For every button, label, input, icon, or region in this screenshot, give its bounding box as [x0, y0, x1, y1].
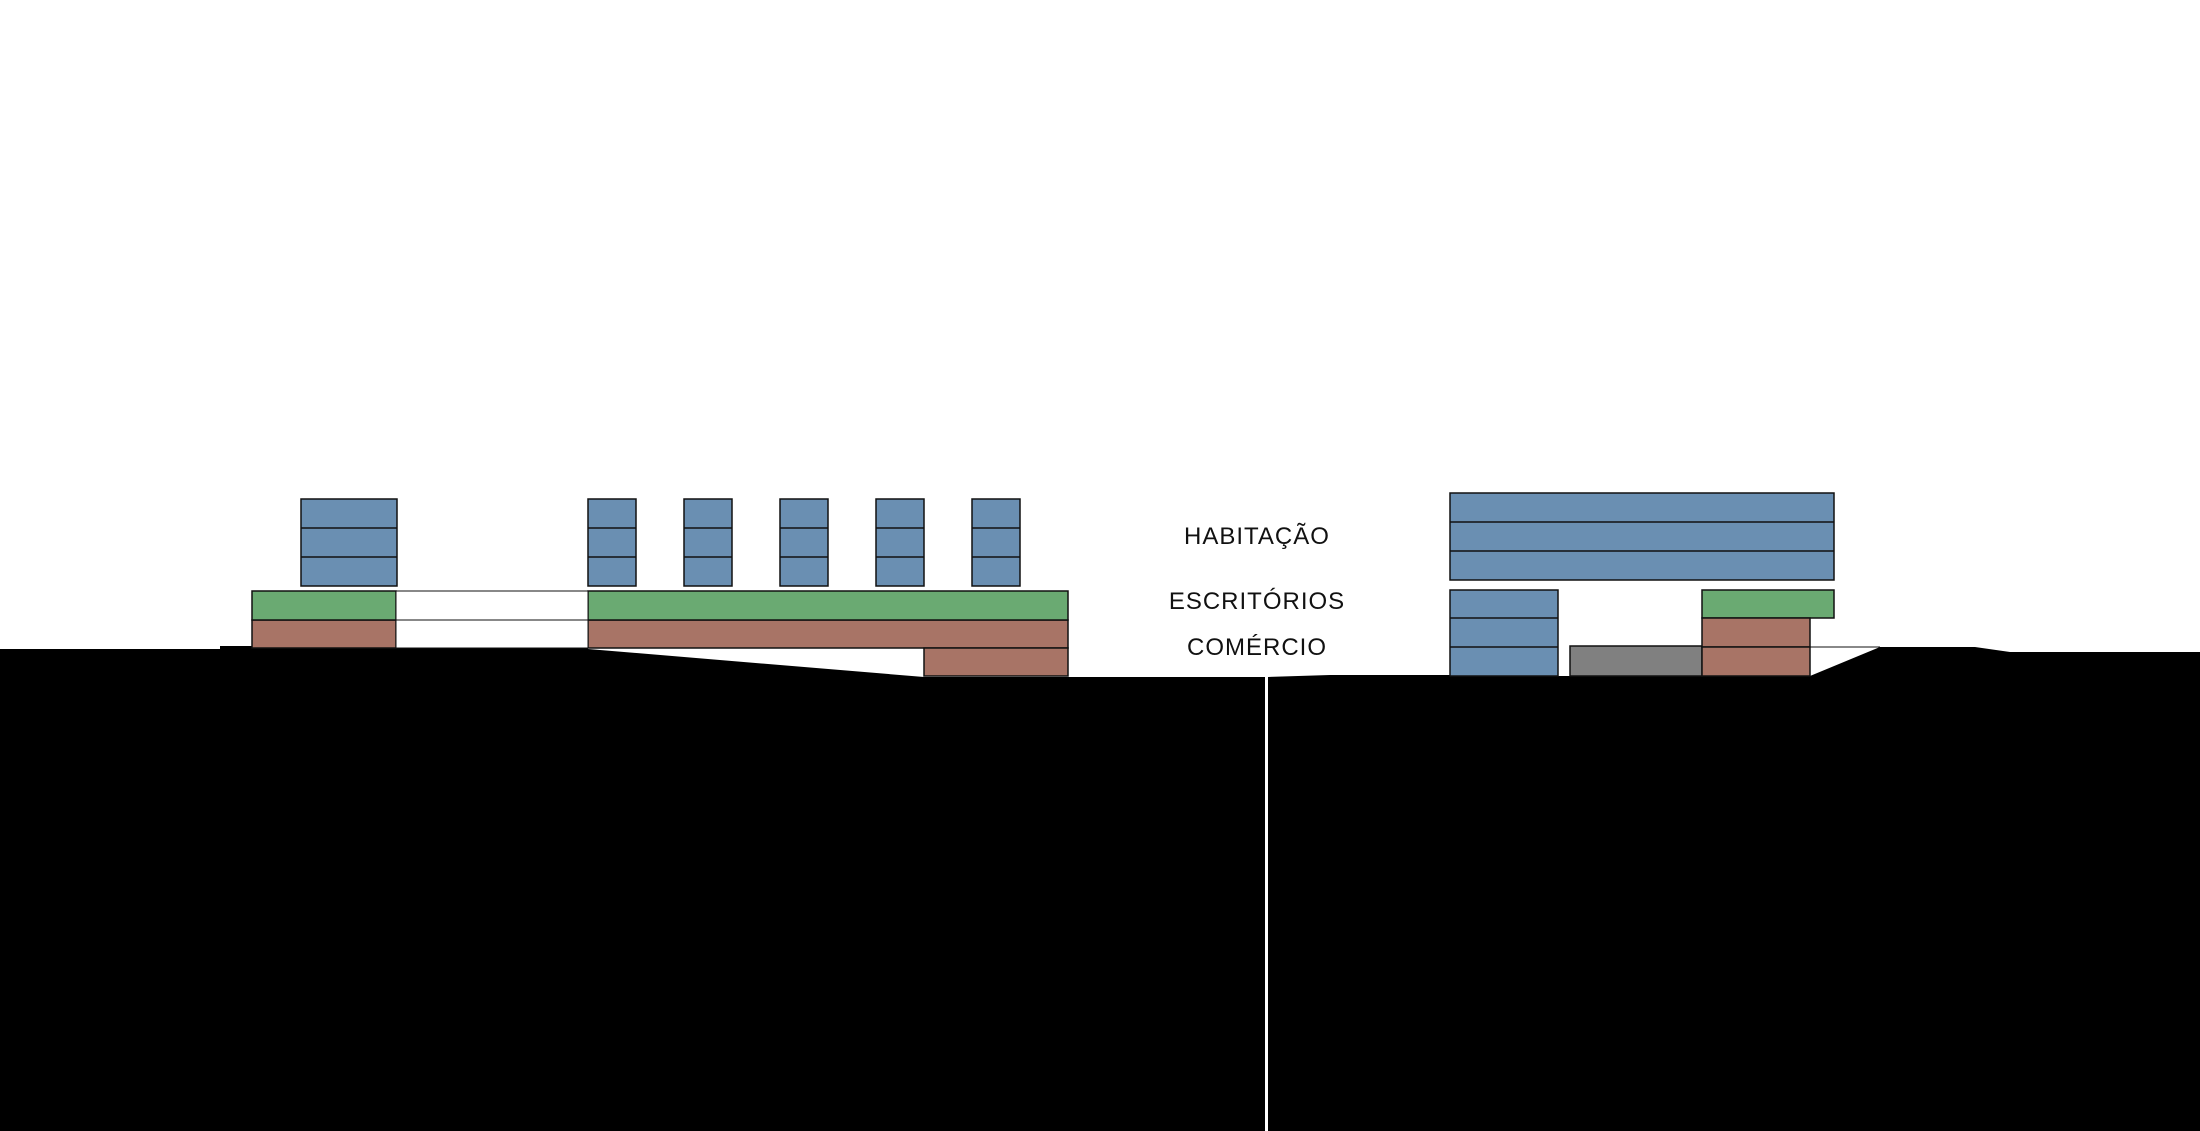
ground-right	[1268, 647, 2200, 1131]
housing-tower-2	[683, 498, 733, 587]
commerce-block-right-2	[1701, 646, 1811, 677]
housing-tower-3	[779, 498, 829, 587]
office-block-right	[1701, 589, 1835, 619]
housing-tower-4	[875, 498, 925, 587]
commerce-block-left-1	[251, 619, 397, 649]
legend: HABITAÇÃO ESCRITÓRIOS COMÉRCIO	[1169, 523, 1345, 661]
legend-escritorios: ESCRITÓRIOS	[1169, 588, 1345, 615]
housing-block-lower	[1449, 589, 1559, 677]
office-block-left-1	[251, 590, 397, 621]
bridge-lower	[395, 619, 589, 649]
right-building-group	[1449, 492, 1880, 677]
housing-tower-5	[971, 498, 1021, 587]
bridge-upper	[395, 590, 589, 621]
ground-left	[0, 646, 1265, 1131]
housing-slab	[1449, 492, 1835, 581]
commerce-block-right-1	[1701, 617, 1811, 648]
office-block-left-2	[587, 590, 1069, 621]
left-building-group	[251, 498, 1069, 677]
commerce-block-left-2	[587, 619, 1069, 649]
housing-tower-1	[587, 498, 637, 587]
housing-tower-wide	[300, 498, 398, 587]
service-block	[1569, 645, 1703, 677]
legend-comercio: COMÉRCIO	[1187, 634, 1327, 661]
commerce-block-left-3	[923, 647, 1069, 677]
legend-habitacao: HABITAÇÃO	[1184, 523, 1330, 550]
